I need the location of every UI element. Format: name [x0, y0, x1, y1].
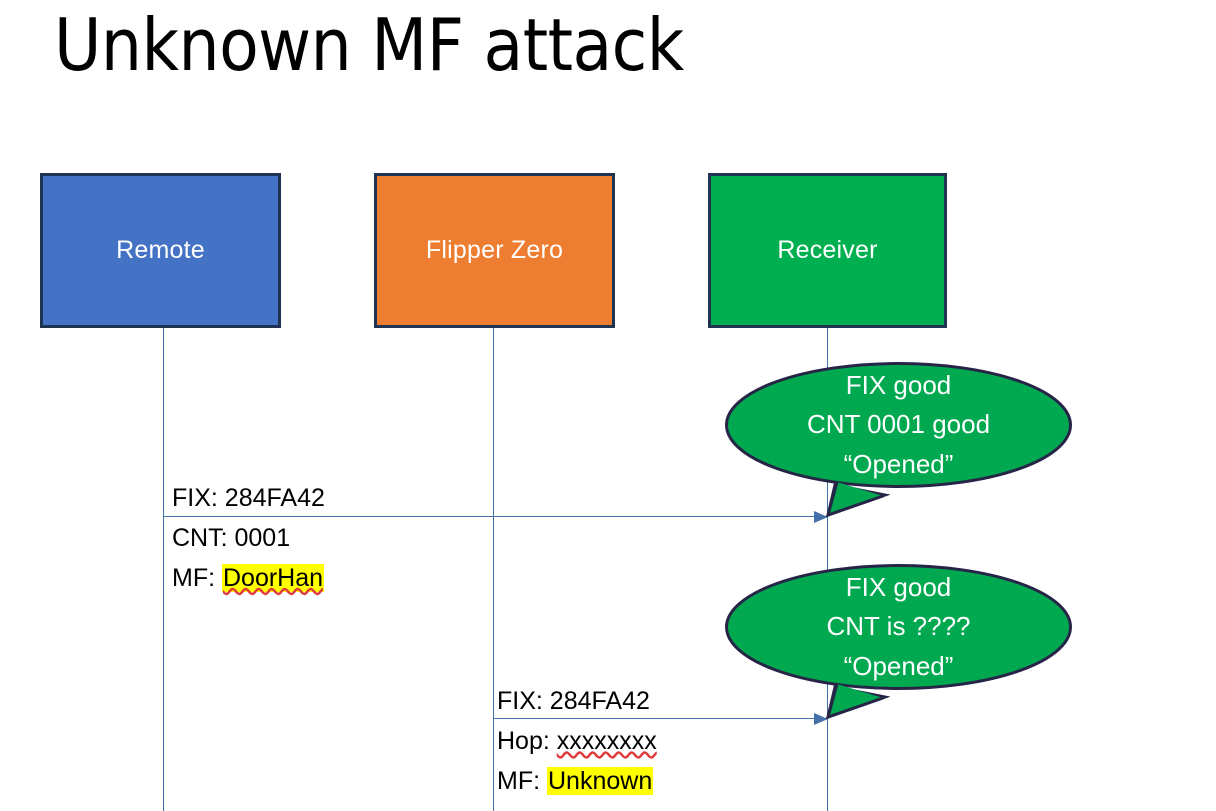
callout-shape-2: [725, 564, 1072, 720]
message-line: MF: DoorHan: [172, 559, 325, 599]
callout-bubble-1[interactable]: FIX good CNT 0001 good “Opened”: [725, 362, 1072, 522]
actor-box-remote[interactable]: Remote: [40, 173, 281, 328]
lifeline-flipper: [493, 327, 494, 811]
message-label-1-body: CNT: 0001 MF: DoorHan: [172, 519, 325, 599]
message-line-label: Hop:: [497, 727, 557, 755]
message-line: CNT: 0001: [172, 519, 324, 559]
callout-shape-1: [725, 362, 1072, 518]
actor-box-receiver[interactable]: Receiver: [708, 173, 947, 328]
lifeline-receiver: [827, 327, 828, 811]
actor-label-remote: Remote: [116, 236, 205, 265]
message-line-label: MF:: [172, 563, 222, 592]
message-line-value: xxxxxxxx: [556, 727, 657, 755]
message-line-label: FIX:: [172, 484, 225, 512]
message-line: Hop: xxxxxxxx: [497, 722, 657, 762]
actor-box-flipper[interactable]: Flipper Zero: [374, 173, 615, 328]
message-line-value: 0001: [234, 524, 291, 552]
message-line: MF: Unknown: [497, 762, 657, 802]
message-line-value: Unknown: [547, 766, 654, 795]
lifeline-remote: [163, 327, 164, 811]
message-label-2-body: Hop: xxxxxxxx MF: Unknown: [497, 722, 657, 801]
actor-label-receiver: Receiver: [777, 236, 878, 265]
message-line-label: MF:: [497, 766, 547, 795]
message-line: FIX: 284FA42: [497, 682, 650, 722]
message-label-1: FIX: 284FA42: [172, 479, 325, 519]
actor-label-flipper: Flipper Zero: [425, 236, 564, 265]
message-line-label: CNT:: [172, 524, 235, 552]
message-arrow-2: [493, 713, 828, 725]
message-arrow-1: [163, 511, 828, 523]
message-line-value: DoorHan: [222, 563, 325, 592]
message-line-value: 284FA42: [549, 687, 650, 715]
callout-bubble-2[interactable]: FIX good CNT is ???? “Opened”: [725, 564, 1072, 724]
message-line-value: 284FA42: [224, 484, 325, 512]
message-line-label: FIX:: [497, 687, 550, 715]
page-title: Unknown MF attack: [54, 3, 684, 87]
message-line: FIX: 284FA42: [172, 479, 325, 519]
message-label-2: FIX: 284FA42: [497, 682, 650, 722]
